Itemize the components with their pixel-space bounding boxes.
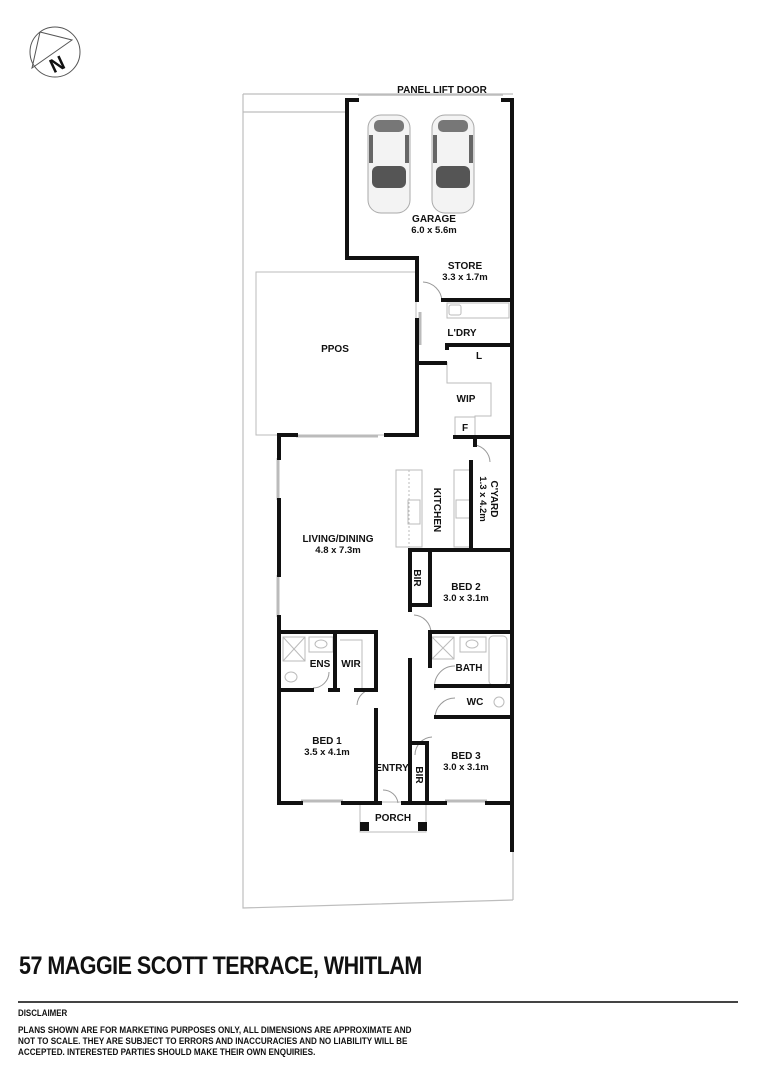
room-laundry-cupboard-name: L bbox=[476, 351, 482, 362]
room-wir-name: WIR bbox=[341, 659, 361, 670]
room-store-name: STORE bbox=[448, 261, 483, 272]
room-bed1-dim: 3.5 x 4.1m bbox=[304, 747, 349, 758]
door-swings bbox=[312, 281, 491, 804]
room-ens-name: ENS bbox=[310, 659, 331, 670]
room-store-dim: 3.3 x 1.7m bbox=[442, 272, 487, 283]
room-bed2-dim: 3.0 x 3.1m bbox=[443, 593, 488, 604]
disclaimer-line: PLANS SHOWN ARE FOR MARKETING PURPOSES O… bbox=[18, 1025, 412, 1035]
room-garage-dim: 6.0 x 5.6m bbox=[411, 225, 456, 236]
garage-door-label: PANEL LIFT DOOR bbox=[397, 85, 487, 96]
floor-plan: PANEL LIFT DOOR bbox=[242, 85, 514, 909]
room-laundry-name: L'DRY bbox=[447, 328, 477, 339]
disclaimer-line: NOT TO SCALE. THEY ARE SUBJECT TO ERRORS… bbox=[18, 1036, 408, 1046]
room-bed1-name: BED 1 bbox=[312, 736, 342, 747]
room-porch-name: PORCH bbox=[375, 813, 411, 824]
room-courtyard-dim: 1.3 x 4.2m bbox=[477, 476, 488, 521]
site-boundary bbox=[242, 93, 514, 909]
room-entry-name: ENTRY bbox=[375, 763, 409, 774]
room-wc-name: WC bbox=[467, 697, 484, 708]
room-bed3-dim: 3.0 x 3.1m bbox=[443, 762, 488, 773]
car-icon bbox=[367, 114, 411, 214]
room-living-name: LIVING/DINING bbox=[302, 534, 373, 545]
room-bed2-name: BED 2 bbox=[451, 582, 481, 593]
walls bbox=[277, 98, 514, 852]
room-wip-name: WIP bbox=[457, 394, 476, 405]
room-bir-bed3-name: BIR bbox=[413, 766, 424, 784]
room-ppos-name: PPOS bbox=[321, 344, 349, 355]
room-labels: GARAGE 6.0 x 5.6m STORE 3.3 x 1.7m PPOS … bbox=[302, 214, 499, 824]
panel-lift-door: PANEL LIFT DOOR bbox=[358, 85, 503, 96]
room-bath-name: BATH bbox=[455, 663, 482, 674]
divider bbox=[18, 1001, 738, 1003]
disclaimer-text: PLANS SHOWN ARE FOR MARKETING PURPOSES O… bbox=[18, 1025, 441, 1058]
room-living-dim: 4.8 x 7.3m bbox=[315, 545, 360, 556]
fixtures bbox=[255, 271, 510, 833]
room-fridge-name: F bbox=[462, 423, 468, 434]
room-bed3-name: BED 3 bbox=[451, 751, 481, 762]
car-icon bbox=[431, 114, 475, 214]
room-bir-bed2-name: BIR bbox=[411, 569, 422, 587]
north-arrow-icon: N bbox=[29, 26, 81, 78]
porch-post bbox=[360, 822, 369, 831]
room-kitchen-name: KITCHEN bbox=[431, 488, 442, 532]
disclaimer-line: ACCEPTED. INTERESTED PARTIES SHOULD MAKE… bbox=[18, 1047, 316, 1057]
room-garage-name: GARAGE bbox=[412, 214, 456, 225]
disclaimer-heading: DISCLAIMER bbox=[18, 1008, 68, 1018]
room-courtyard-name: C'YARD bbox=[488, 480, 499, 517]
property-address: 57 MAGGIE SCOTT TERRACE, WHITLAM bbox=[19, 952, 422, 980]
porch-post bbox=[418, 822, 427, 831]
